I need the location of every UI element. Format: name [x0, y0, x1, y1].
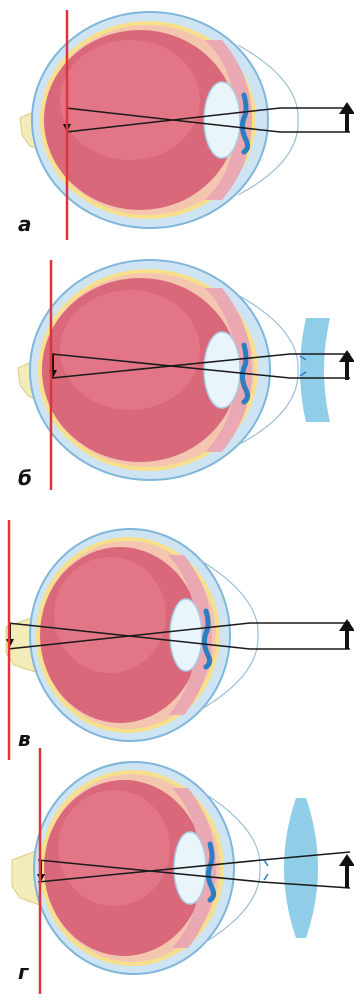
panel-label-b: б — [18, 466, 32, 490]
eye-diagram-g — [0, 748, 354, 998]
convex-lens — [284, 798, 318, 938]
panel-b: б — [0, 250, 354, 500]
crystalline-lens — [170, 599, 202, 671]
eye-diagram-a — [0, 0, 354, 250]
panel-label-g: г — [18, 960, 28, 984]
eye-diagram-v — [0, 515, 354, 765]
panel-label-a: а — [18, 212, 32, 236]
panel-a: а — [0, 0, 354, 250]
panel-v: в — [0, 515, 354, 765]
concave-lens — [300, 318, 330, 422]
eye-diagram-b — [0, 250, 354, 500]
crystalline-lens — [204, 82, 240, 158]
panel-g: г — [0, 748, 354, 998]
